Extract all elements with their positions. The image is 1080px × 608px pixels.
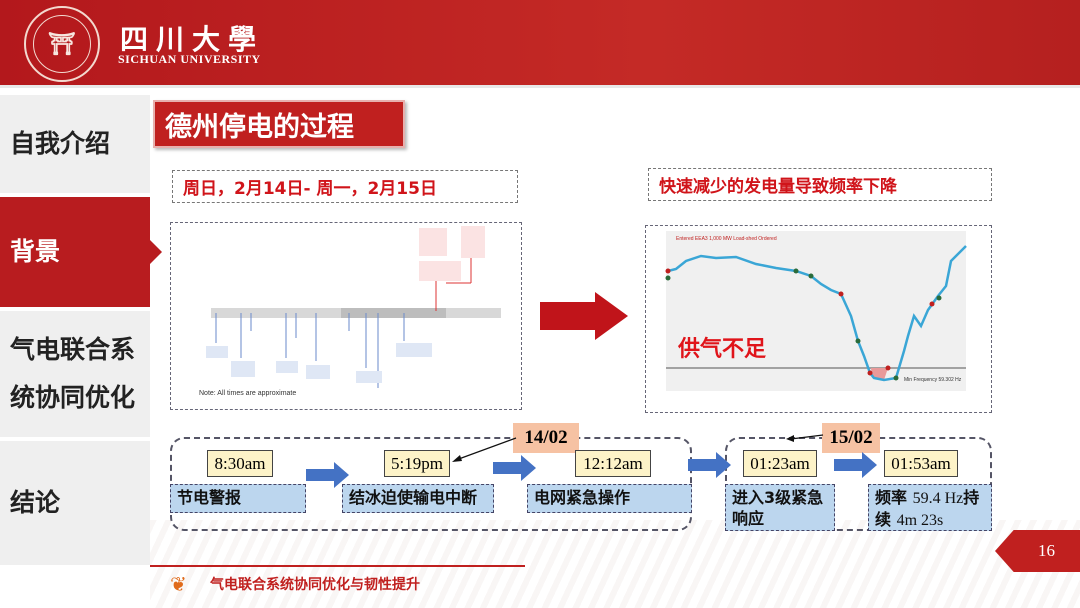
gas-shortage-label: 供气不足 <box>677 336 766 361</box>
seal-inner: ⛩ <box>33 15 91 73</box>
chart-top-annotation: Entered EEA3 1,000 MW Load-shed Ordered <box>676 236 777 242</box>
badge-pointer-arrow <box>452 437 517 462</box>
left-subtitle: 周日，2月14日- 周一，2月15日 <box>172 170 518 203</box>
flow-arrow-icon <box>688 452 731 478</box>
right-subtitle: 快速减少的发电量导致频率下降 <box>648 168 992 201</box>
flow-arrow-icon <box>493 455 536 481</box>
badge-pointer-arrow <box>786 434 824 442</box>
sidebar-nav: 自我介绍 背景 气电联合系统协同优化 结论 <box>0 91 162 571</box>
sidebar-item-label: 背景 <box>10 237 61 266</box>
frequency-value: 59.4 Hz <box>912 490 964 507</box>
step-time: 8:30am <box>207 450 273 477</box>
header-banner: ⛩ 四川大學 SICHUAN UNIVERSITY <box>0 0 1080 88</box>
sidebar-item-label: 结论 <box>10 488 61 517</box>
step-description: 进入3级紧急响应 <box>725 484 835 531</box>
step-description: 节电警报 <box>170 484 306 513</box>
desc-part: 频率 <box>875 488 913 507</box>
outage-timeline-image: Note: All times are approximate <box>170 222 522 410</box>
sidebar-item-label: 自我介绍 <box>10 129 111 158</box>
date-badge-15-02: 15/02 <box>822 423 880 453</box>
date-badge-14-02: 14/02 <box>513 423 579 453</box>
page-number: 16 <box>995 530 1080 572</box>
timeline-note: Note: All times are approximate <box>199 390 296 397</box>
timeline-graphic: Note: All times are approximate <box>199 226 501 397</box>
step-time: 01:53am <box>884 450 958 477</box>
page-title: 德州停电的过程 <box>153 100 405 148</box>
sidebar-item-optimization[interactable]: 气电联合系统协同优化 <box>0 311 150 439</box>
step-time: 5:19pm <box>384 450 450 477</box>
flow-arrow-icon <box>306 462 349 488</box>
flow-arrow-icon <box>834 452 877 478</box>
chart-min-annotation: Min Frequency 59.302 Hz <box>904 377 962 383</box>
sidebar-item-conclusion[interactable]: 结论 <box>0 441 150 567</box>
footer-divider <box>150 565 525 567</box>
frequency-chart-image: Entered EEA3 1,000 MW Load-shed Ordered … <box>645 225 992 413</box>
sidebar-item-background[interactable]: 背景 <box>0 197 162 309</box>
university-seal-logo: ⛩ <box>24 6 100 82</box>
footer-text: 气电联合系统协同优化与韧性提升 <box>210 577 420 593</box>
logo-chinese-name: 四川大學 <box>120 23 265 56</box>
step-time: 01:23am <box>743 450 817 477</box>
footer-logo-icon: ❦ <box>170 572 187 596</box>
step-description: 频率 59.4 Hz持续 4m 23s <box>868 484 992 531</box>
sidebar-item-label: 气电联合系统协同优化 <box>10 335 136 412</box>
step-time: 12:12am <box>575 450 651 477</box>
big-right-arrow <box>540 292 628 340</box>
step-description: 结冰迫使输电中断 <box>342 484 494 513</box>
duration-value: 4m 23s <box>896 512 944 529</box>
step-description: 电网紧急操作 <box>527 484 692 513</box>
desc-part: 持续 <box>875 488 980 529</box>
logo-english-name: SICHUAN UNIVERSITY <box>118 52 261 66</box>
frequency-chart-graphic: Entered EEA3 1,000 MW Load-shed Ordered … <box>665 231 967 391</box>
sidebar-item-intro[interactable]: 自我介绍 <box>0 95 150 195</box>
background-illustration <box>150 520 1080 608</box>
